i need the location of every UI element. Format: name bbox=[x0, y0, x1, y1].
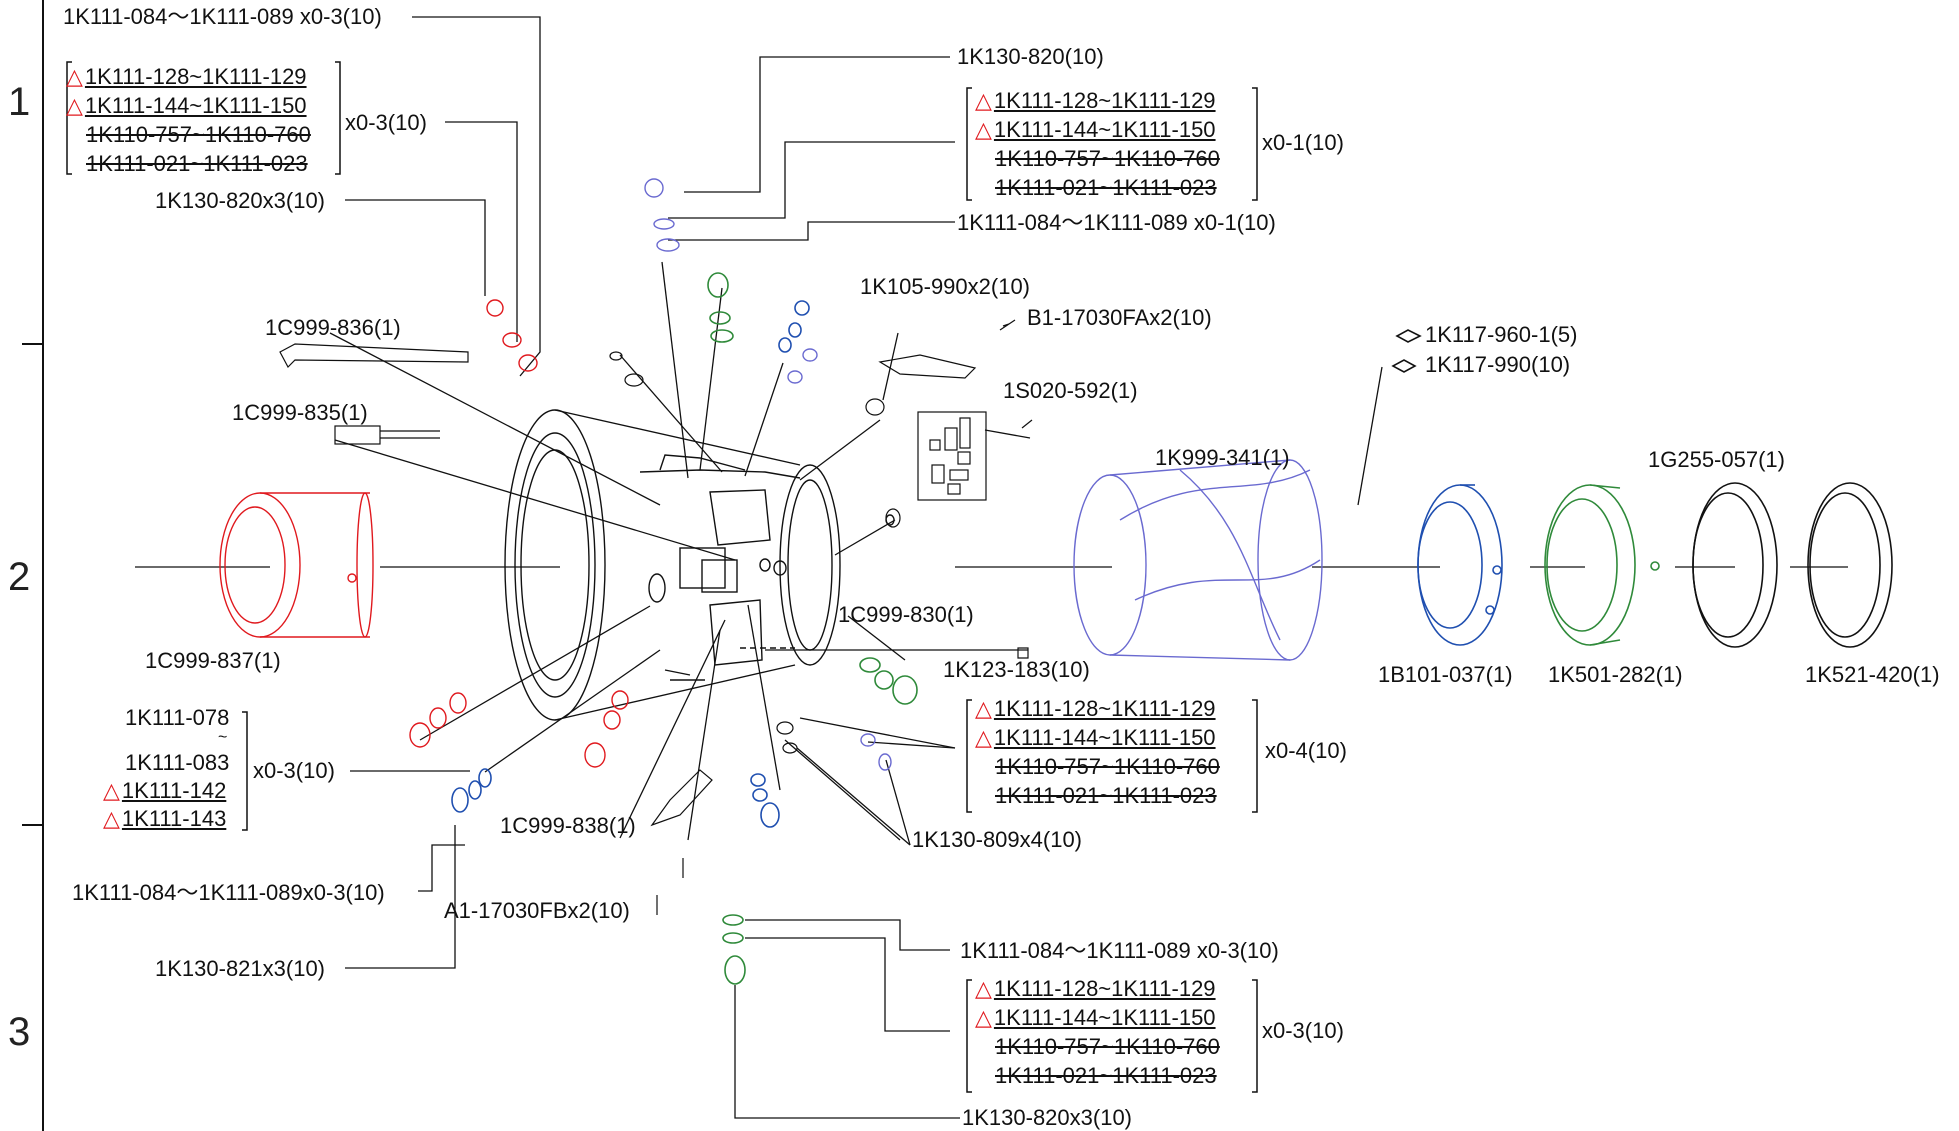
label-g2-128: △1K111-128~1K111-129 bbox=[975, 88, 1216, 114]
label-837: 1C999-837(1) bbox=[145, 648, 281, 673]
label-g3-tilde: ~ bbox=[218, 729, 228, 746]
row-tick-1 bbox=[22, 343, 44, 345]
label-341: 1K999-341(1) bbox=[1155, 445, 1290, 470]
label-g3-142-text: 1K111-142 bbox=[121, 778, 227, 803]
label-b101: 1B101-037(1) bbox=[1378, 662, 1513, 687]
label-g1-128-text: 1K111-128~1K111-129 bbox=[84, 64, 307, 89]
label-g2-144: △1K111-144~1K111-150 bbox=[975, 117, 1216, 143]
warning-triangle-icon: △ bbox=[975, 696, 992, 721]
label-809: 1K130-809x4(10) bbox=[912, 827, 1083, 852]
label-g3-143-text: 1K111-143 bbox=[121, 806, 227, 831]
label-g2-qty: x0-1(10) bbox=[1262, 130, 1344, 155]
label-g5-128: △1K111-128~1K111-129 bbox=[975, 976, 1216, 1002]
label-g3-142: △1K111-142 bbox=[103, 778, 226, 804]
label-g4-757: 1K110-757~1K110-760 bbox=[995, 754, 1220, 779]
label-g5-144: △1K111-144~1K111-150 bbox=[975, 1005, 1216, 1031]
label-821: 1K130-821x3(10) bbox=[155, 956, 326, 981]
label-117990: 1K117-990(10) bbox=[1425, 352, 1571, 377]
blue-parts bbox=[451, 300, 1503, 828]
label-g2-144-text: 1K111-144~1K111-150 bbox=[993, 117, 1216, 142]
warning-triangle-icon: △ bbox=[103, 806, 120, 831]
label-g1-757: 1K110-757~1K110-760 bbox=[86, 122, 311, 147]
label-990: 1K105-990x2(10) bbox=[860, 274, 1031, 299]
label-g4-128: △1K111-128~1K111-129 bbox=[975, 696, 1216, 722]
label-g5-144-text: 1K111-144~1K111-150 bbox=[993, 1005, 1216, 1030]
label-960: 1K117-960-1(5) bbox=[1425, 322, 1578, 347]
label-g4-144: △1K111-144~1K111-150 bbox=[975, 725, 1216, 751]
label-820x3: 1K130-820x3(10) bbox=[155, 188, 326, 213]
label-g3-qty: x0-3(10) bbox=[253, 758, 335, 783]
label-g3-083: 1K111-083 bbox=[125, 750, 230, 775]
warning-triangle-icon: △ bbox=[66, 64, 83, 89]
label-k501: 1K501-282(1) bbox=[1548, 662, 1683, 687]
label-b1: B1-17030FAx2(10) bbox=[1027, 305, 1212, 330]
label-top-084: 1K111-084～1K111-089 x0-1(10) bbox=[957, 210, 1276, 235]
label-835: 1C999-835(1) bbox=[232, 400, 368, 425]
label-g2-757: 1K110-757~1K110-760 bbox=[995, 146, 1220, 171]
label-830: 1C999-830(1) bbox=[838, 602, 974, 627]
warning-triangle-icon: △ bbox=[975, 88, 992, 113]
label-g1-128: △1K111-128~1K111-129 bbox=[66, 64, 307, 90]
main-barrel bbox=[504, 409, 895, 721]
warning-triangle-icon: △ bbox=[975, 725, 992, 750]
label-g4-144-text: 1K111-144~1K111-150 bbox=[993, 725, 1216, 750]
label-g3-143: △1K111-143 bbox=[103, 806, 226, 832]
label-g1-144: △1K111-144~1K111-150 bbox=[66, 93, 307, 119]
label-g3-078: 1K111-078 bbox=[125, 705, 230, 730]
label-g5-qty: x0-3(10) bbox=[1262, 1018, 1344, 1043]
leader-lines bbox=[135, 16, 1848, 1119]
label-k521: 1K521-420(1) bbox=[1805, 662, 1940, 687]
label-838: 1C999-838(1) bbox=[500, 813, 636, 838]
label-836: 1C999-836(1) bbox=[265, 315, 401, 340]
label-g2-128-text: 1K111-128~1K111-129 bbox=[993, 88, 1216, 113]
row-label-1: 1 bbox=[8, 80, 31, 124]
label-g5-757: 1K110-757~1K110-760 bbox=[995, 1034, 1220, 1059]
green-parts bbox=[707, 272, 1660, 985]
label-g2-021: 1K111-021~1K111-023 bbox=[995, 175, 1217, 200]
label-g4-qty: x0-4(10) bbox=[1265, 738, 1347, 763]
row-rail bbox=[42, 0, 44, 1131]
label-s020: 1S020-592(1) bbox=[1003, 378, 1138, 403]
label-top-left-084: 1K111-084～1K111-089 x0-3(10) bbox=[63, 4, 382, 29]
row-tick-2 bbox=[22, 824, 44, 826]
label-g255: 1G255-057(1) bbox=[1648, 447, 1785, 472]
label-bot-084: 1K111-084～1K111-089x0-3(10) bbox=[72, 880, 385, 905]
warning-triangle-icon: △ bbox=[66, 93, 83, 118]
warning-triangle-icon: △ bbox=[975, 976, 992, 1001]
small-black-parts bbox=[279, 319, 1033, 915]
label-g1-021: 1K111-021~1K111-023 bbox=[86, 151, 308, 176]
row-label-3: 3 bbox=[8, 1010, 31, 1054]
right-rings bbox=[1391, 329, 1893, 648]
label-g4-128-text: 1K111-128~1K111-129 bbox=[993, 696, 1216, 721]
label-g5-021: 1K111-021~1K111-023 bbox=[995, 1063, 1217, 1088]
label-g5-128-text: 1K111-128~1K111-129 bbox=[993, 976, 1216, 1001]
label-g1-qty: x0-3(10) bbox=[345, 110, 427, 135]
label-g1-144-text: 1K111-144~1K111-150 bbox=[84, 93, 307, 118]
red-parts bbox=[219, 299, 629, 768]
warning-triangle-icon: △ bbox=[103, 778, 120, 803]
warning-triangle-icon: △ bbox=[975, 1005, 992, 1030]
row-label-2: 2 bbox=[8, 555, 31, 599]
label-183: 1K123-183(10) bbox=[943, 657, 1090, 682]
label-b-084: 1K111-084～1K111-089 x0-3(10) bbox=[960, 938, 1279, 963]
label-top-820: 1K130-820(10) bbox=[957, 44, 1104, 69]
label-a1: A1-17030FBx2(10) bbox=[444, 898, 630, 923]
violet-parts bbox=[644, 178, 1323, 771]
warning-triangle-icon: △ bbox=[975, 117, 992, 142]
brackets bbox=[66, 61, 1258, 1093]
label-b-820x3: 1K130-820x3(10) bbox=[962, 1105, 1133, 1130]
label-g4-021: 1K111-021~1K111-023 bbox=[995, 783, 1217, 808]
